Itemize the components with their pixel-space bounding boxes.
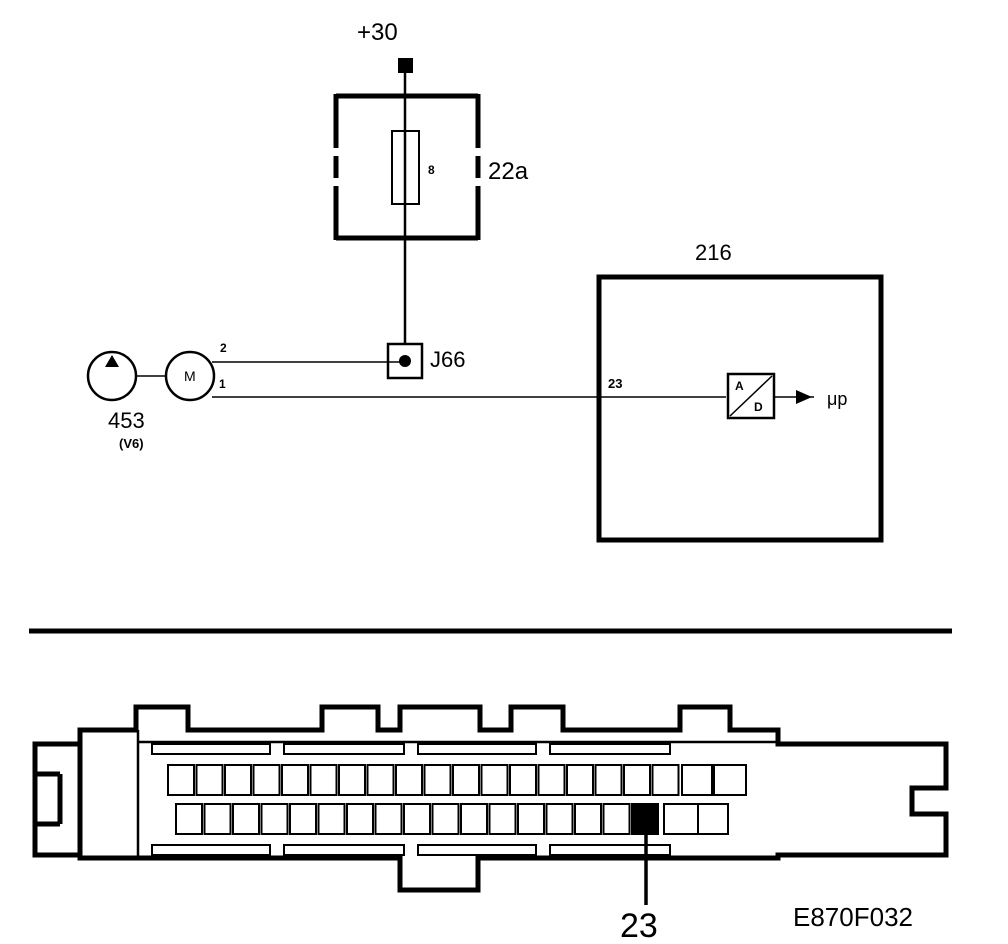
fuse-box [333, 93, 481, 241]
pump-id: 453 [108, 408, 145, 433]
connector-cavity [452, 764, 480, 796]
connector-cavity [232, 803, 260, 835]
pump-arrow-icon [105, 355, 119, 367]
connector-cavity [195, 764, 224, 796]
connector-cavity [594, 764, 623, 796]
motor-symbol: M [184, 368, 196, 384]
connector-cavity [460, 803, 488, 835]
connector-cavity [224, 764, 252, 796]
connector-cavity [623, 764, 651, 796]
connector-cavity [167, 764, 195, 796]
motor-pin-bottom: 1 [219, 377, 226, 391]
fuse-number: 8 [428, 163, 435, 177]
fuse-box-label: 22a [488, 158, 529, 185]
junction-dot [399, 355, 411, 367]
motor-pin-top: 2 [220, 341, 227, 355]
connector-cavity [488, 803, 517, 835]
connector-cavity-large [697, 803, 729, 835]
supply-label: +30 [357, 19, 398, 46]
connector-cavity [480, 764, 509, 796]
connector-cavity [374, 803, 403, 835]
ad-top-label: A [735, 379, 744, 393]
output-arrow-icon [796, 390, 812, 404]
connector-cavity [431, 803, 460, 835]
connector-cavity [309, 764, 338, 796]
junction-label: J66 [430, 347, 465, 372]
ecu-connector [32, 704, 949, 893]
connector-cavity [175, 803, 203, 835]
connector-cavity-large [713, 764, 747, 796]
connector-cavity [317, 803, 346, 835]
ecu-box [596, 274, 884, 543]
connector-cavity [338, 764, 366, 796]
connector-cavity [651, 764, 680, 796]
ecu-label: 216 [695, 240, 732, 265]
connector-row-bottom [175, 803, 729, 835]
ad-bottom-label: D [754, 400, 763, 414]
ecu-pin: 23 [608, 376, 622, 391]
pump-variant: (V6) [119, 436, 144, 451]
connector-cavity [252, 764, 281, 796]
connector-cavity [602, 803, 631, 835]
connector-cavity-large [663, 803, 699, 835]
supply-terminal [398, 58, 413, 73]
connector-cavity [537, 764, 566, 796]
connector-cavity [509, 764, 537, 796]
connector-cavity [281, 764, 309, 796]
motor-icon [164, 350, 216, 402]
connector-cavity [423, 764, 452, 796]
output-label: μp [827, 389, 847, 409]
ad-diagonal [729, 375, 773, 417]
connector-cavity [395, 764, 423, 796]
connector-cavity [346, 803, 374, 835]
connector-cavity [566, 764, 594, 796]
connector-cavity [574, 803, 602, 835]
connector-cavity [260, 803, 289, 835]
connector-cavity [517, 803, 545, 835]
figure-code: E870F032 [793, 902, 913, 932]
connector-cavity [366, 764, 395, 796]
connector-cavity-large [681, 764, 713, 796]
connector-cavity [203, 803, 232, 835]
connector-cavity-highlighted [631, 803, 659, 835]
highlight-pin-label: 23 [620, 907, 658, 944]
connector-cavity [403, 803, 431, 835]
connector-cavity [289, 803, 317, 835]
connector-cavity [545, 803, 574, 835]
connector-row-top [167, 764, 747, 796]
